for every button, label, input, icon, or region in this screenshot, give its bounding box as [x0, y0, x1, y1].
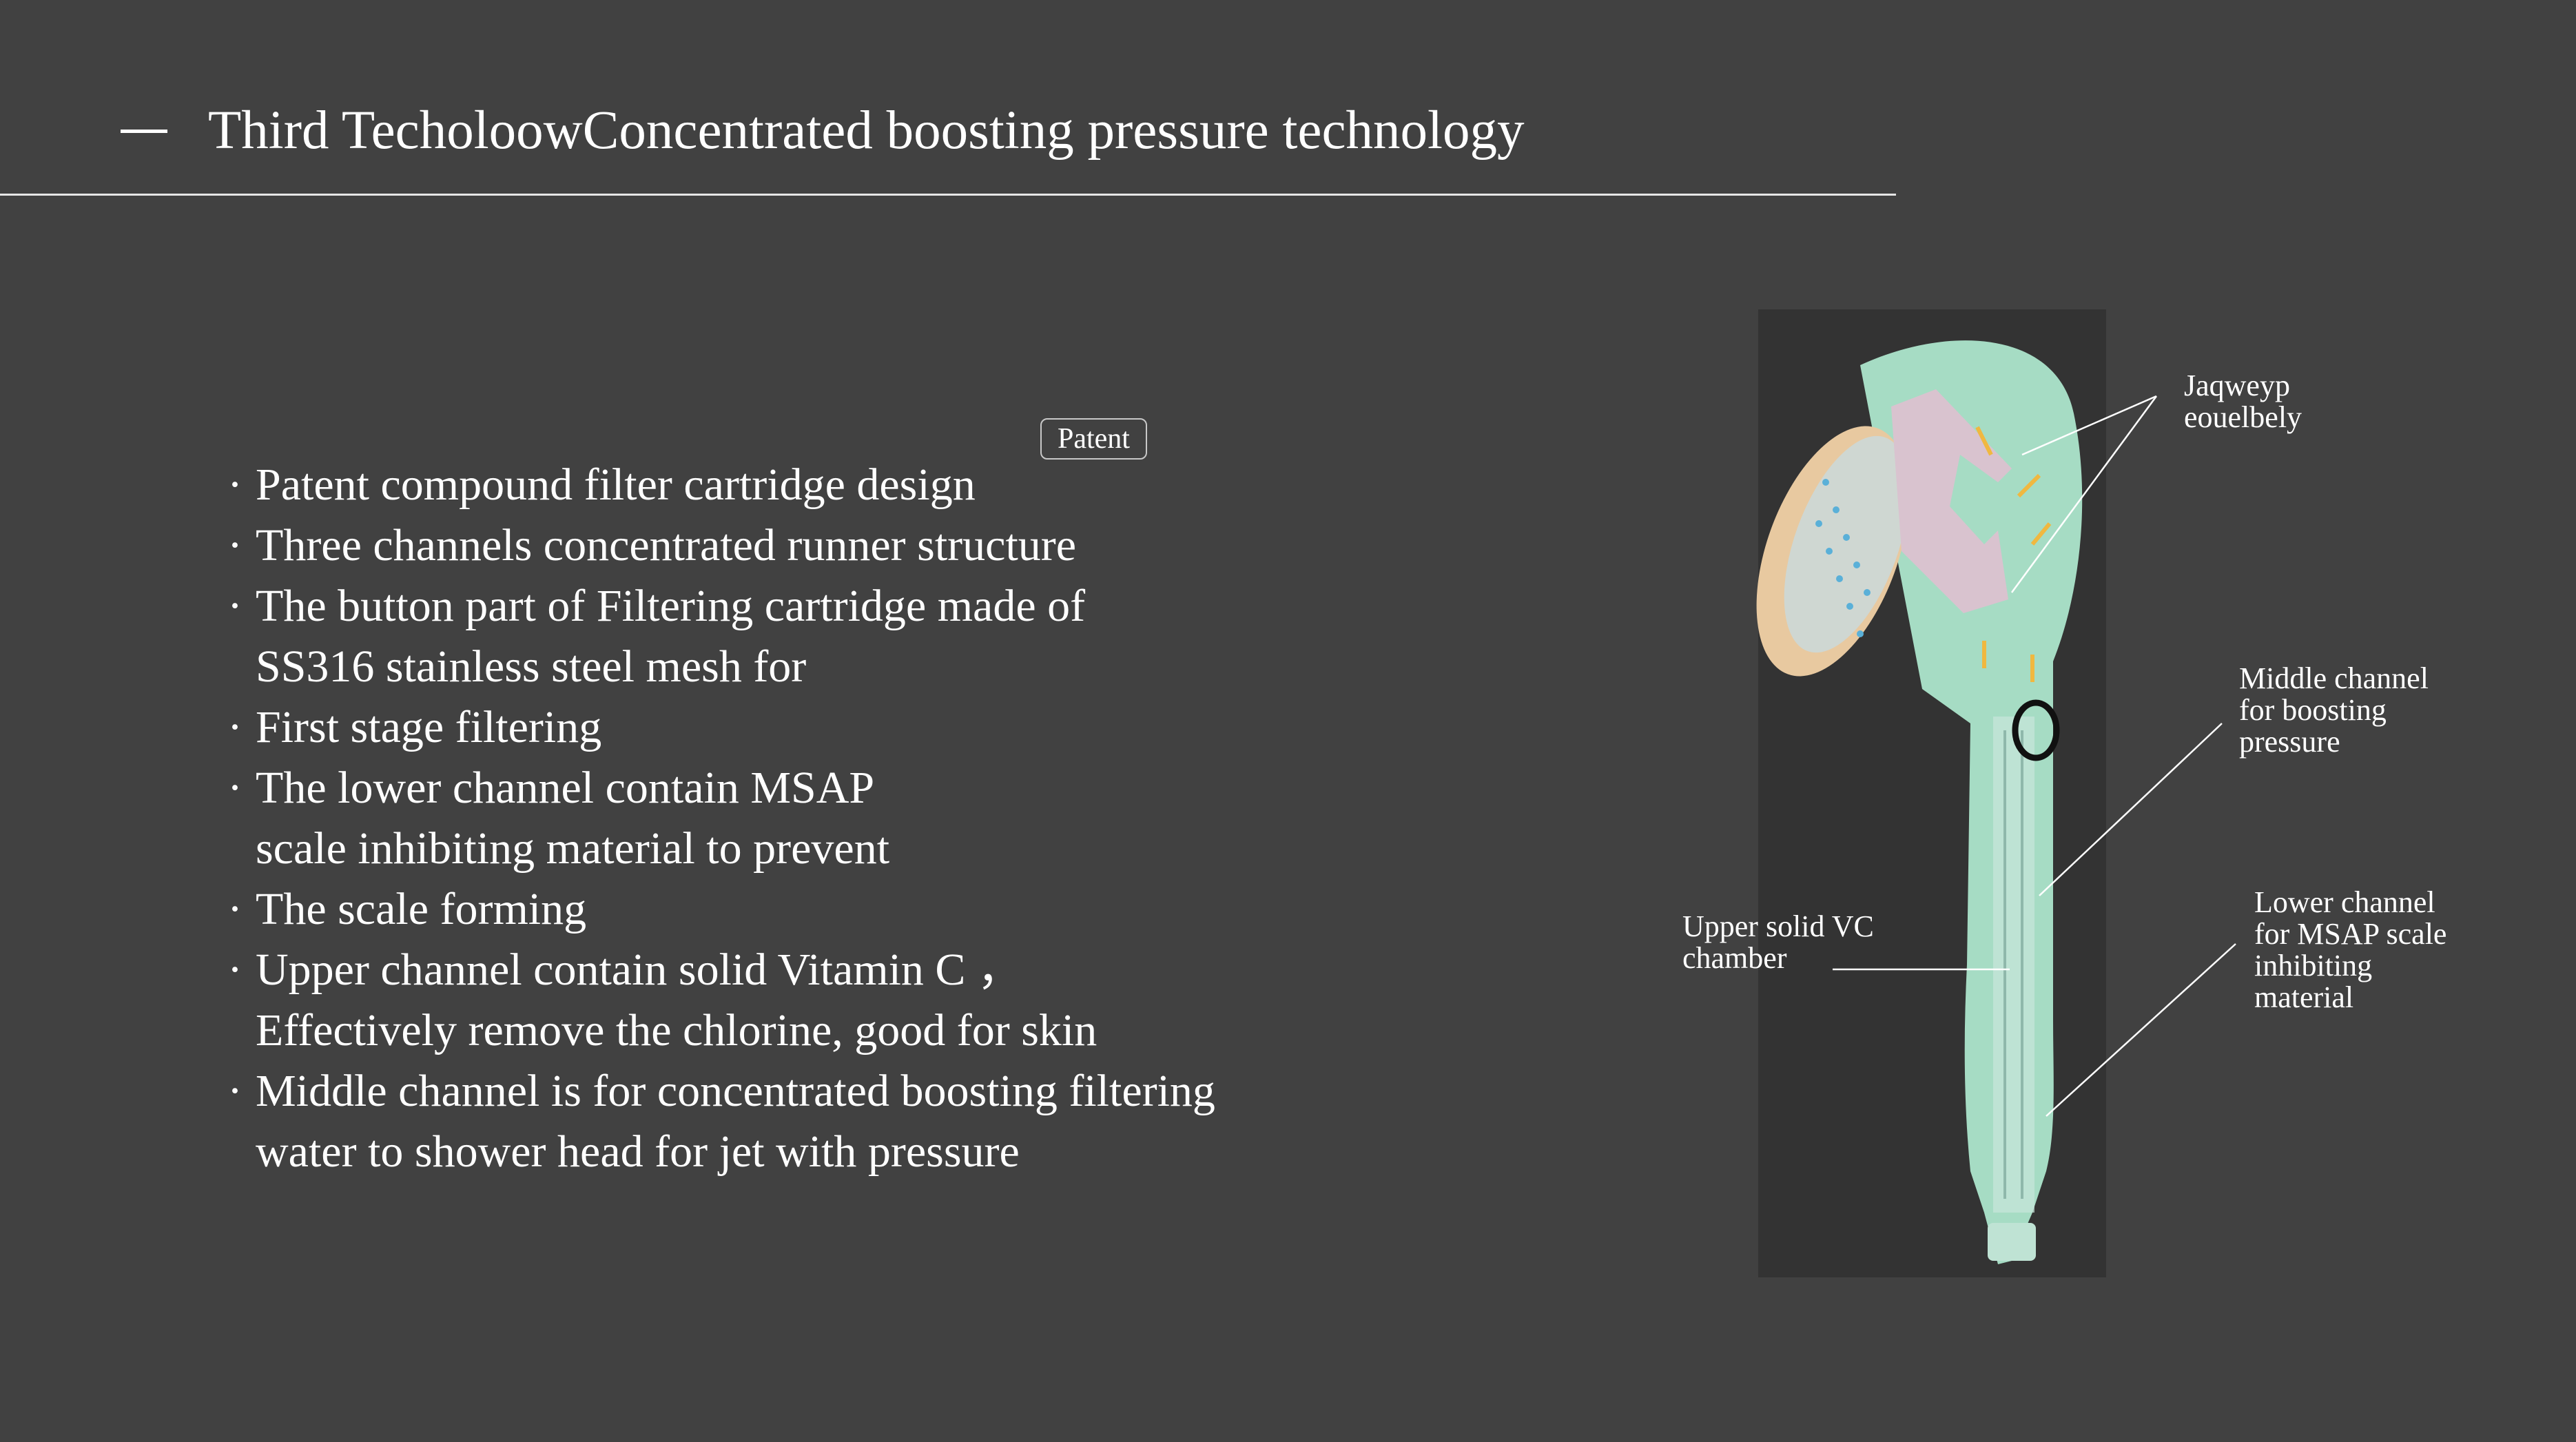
list-item: · Upper channel contain solid Vitamin C ，: [227, 940, 1215, 1000]
list-item: scale inhibiting material to prevent: [227, 818, 1215, 879]
jet-dot: [1853, 562, 1860, 568]
list-item-text: Middle channel is for concentrated boost…: [256, 1066, 1215, 1116]
list-item-text: Three channels concentrated runner struc…: [256, 520, 1077, 570]
list-item: · First stage filtering: [227, 697, 1215, 758]
flow-arrow: [2030, 522, 2052, 546]
leader-line: [2039, 723, 2223, 896]
flow-arrow: [1975, 426, 1993, 456]
bullet-dot: ·: [227, 763, 243, 813]
list-item: · The lower channel contain MSAP: [227, 758, 1215, 818]
bullet-dot: ·: [227, 581, 243, 631]
list-item: · Three channels concentrated runner stru…: [227, 515, 1215, 576]
leader-line: [2010, 395, 2158, 593]
list-item-text: SS316 stainless steel mesh for: [256, 641, 807, 692]
list-item: water to shower head for jet with pressu…: [227, 1122, 1215, 1182]
jet-dot: [1864, 589, 1871, 596]
list-item-text: scale inhibiting material to prevent: [256, 823, 890, 874]
list-item: SS316 stainless steel mesh for: [227, 637, 1215, 697]
list-item-text: First stage filtering: [256, 702, 602, 752]
face-plate-inner: [1784, 435, 1909, 653]
callout-upper-chamber: Upper solid VC chamber: [1682, 909, 1874, 975]
title-divider: [0, 194, 1896, 196]
jet-dot: [1836, 575, 1843, 582]
list-item-text: Effectively remove the chlorine, good fo…: [256, 1005, 1098, 1055]
list-item-text: The lower channel contain MSAP: [256, 763, 875, 813]
jet-dot: [1843, 534, 1850, 541]
shower-head-illustration: [1756, 340, 2083, 1265]
bullet-dot: ·: [227, 460, 243, 510]
flow-arrows: [1975, 426, 2052, 682]
ring-gasket: [2012, 699, 2060, 761]
list-item-text: The button part of Filtering cartridge m…: [256, 581, 1086, 631]
callout-leaders: [1833, 395, 2236, 1117]
jet-dot: [1826, 548, 1833, 555]
list-item: · Patent compound filter cartridge design: [227, 455, 1215, 515]
list-item: · Middle channel is for concentrated boos…: [227, 1061, 1215, 1122]
thread-nozzle: [1988, 1223, 2036, 1261]
jet-dot: [1857, 630, 1864, 637]
bullet-dot: ·: [227, 702, 243, 752]
title-dash: [121, 130, 167, 133]
list-item: Effectively remove the chlorine, good fo…: [227, 1000, 1215, 1061]
leader-line: [2021, 395, 2157, 456]
bullet-dot: ·: [227, 945, 243, 995]
jet-dot: [1833, 506, 1840, 513]
bullet-dot: ·: [227, 520, 243, 570]
list-item-text: Patent compound filter cartridge design: [256, 460, 976, 510]
callout-top-right: Jaqweyp eouelbely: [2184, 369, 2302, 434]
feature-list: · Patent compound filter cartridge design…: [227, 455, 1215, 1182]
bullet-dot: ·: [227, 884, 243, 934]
list-item-text: The scale forming: [256, 884, 587, 934]
bullet-dot: ·: [227, 1066, 243, 1116]
leader-line: [2046, 943, 2236, 1117]
filter-tube: [1993, 717, 2034, 1213]
list-item: · The scale forming: [227, 879, 1215, 940]
page-title: Third TecholoowConcentrated boosting pre…: [208, 101, 1525, 161]
list-item-text: water to shower head for jet with pressu…: [256, 1126, 1020, 1177]
list-item: · The button part of Filtering cartridge …: [227, 576, 1215, 637]
jet-dot: [1815, 520, 1822, 527]
water-jets: [1815, 479, 1871, 637]
list-item-text: Upper channel contain solid Vitamin C ，: [256, 945, 1022, 995]
patent-badge: Patent: [1040, 418, 1147, 460]
filter-chamber: [1891, 389, 2012, 613]
callout-middle-channel: Middle channel for boosting pressure: [2239, 661, 2429, 759]
callout-lower-channel: Lower channel for MSAP scale inhibiting …: [2254, 885, 2447, 1014]
flow-arrow: [2017, 473, 2041, 498]
jet-dot: [1846, 603, 1853, 610]
jet-dot: [1822, 479, 1829, 486]
